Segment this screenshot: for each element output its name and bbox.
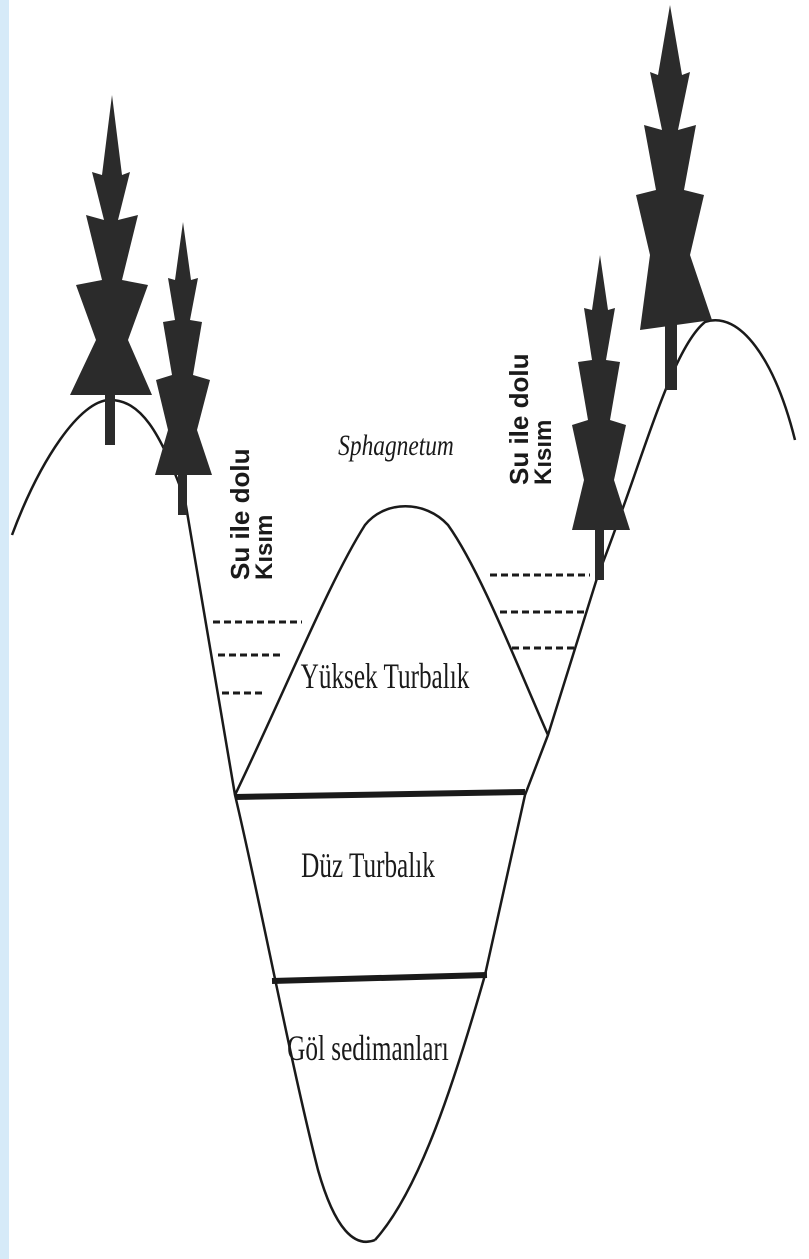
label-left-water-line2: Kısım (251, 515, 278, 580)
right-water-dashes (490, 573, 590, 650)
label-yuksek-turbalik: Yüksek Turbalık (301, 656, 470, 697)
label-right-water-line2: Kısım (530, 420, 557, 485)
tree-icon-right-small (572, 255, 630, 580)
boundary-flat-lake (271, 972, 488, 984)
tree-icon-right-large (636, 5, 712, 390)
left-border-strip (0, 0, 9, 1259)
label-duz-turbalik: Düz Turbalık (301, 845, 435, 886)
label-left-water-line1: Su ile dolu (225, 449, 255, 580)
basin-left-wall (183, 499, 376, 1243)
label-sphagnetum: Sphagnetum (338, 428, 454, 461)
tree-icon-left-large (70, 95, 152, 445)
tree-icon-left-small (155, 222, 212, 515)
left-water-dashes (213, 620, 302, 695)
right-hill-outline (596, 319, 797, 576)
label-right-water-line1: Su ile dolu (504, 354, 534, 485)
raised-bog-dome (233, 505, 550, 796)
label-gol-sedimanlari: Göl sedimanları (287, 1028, 449, 1069)
boundary-raised-flat (234, 789, 526, 800)
